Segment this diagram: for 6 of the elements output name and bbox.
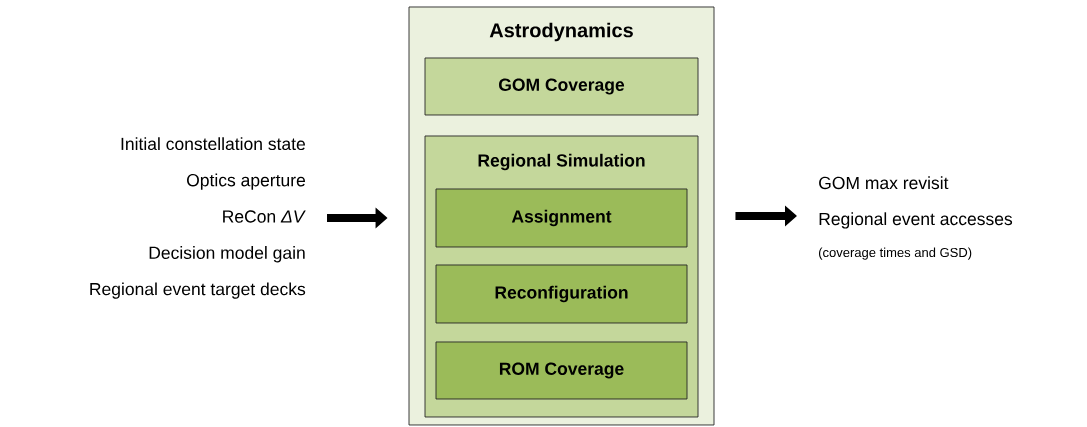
input-list: Initial constellation state Optics aperture ReCon ΔV Decision model gain Regional event target decks bbox=[90, 137, 306, 299]
process-box: Assignment bbox=[435, 188, 688, 248]
process-box: ROM Coverage bbox=[435, 341, 688, 400]
output-list: GOM max revisit Regional event accesses (coverage times and GSD) bbox=[819, 176, 1013, 260]
process-box: GOM Coverage bbox=[424, 57, 699, 116]
process-box: Reconfiguration bbox=[435, 264, 688, 324]
